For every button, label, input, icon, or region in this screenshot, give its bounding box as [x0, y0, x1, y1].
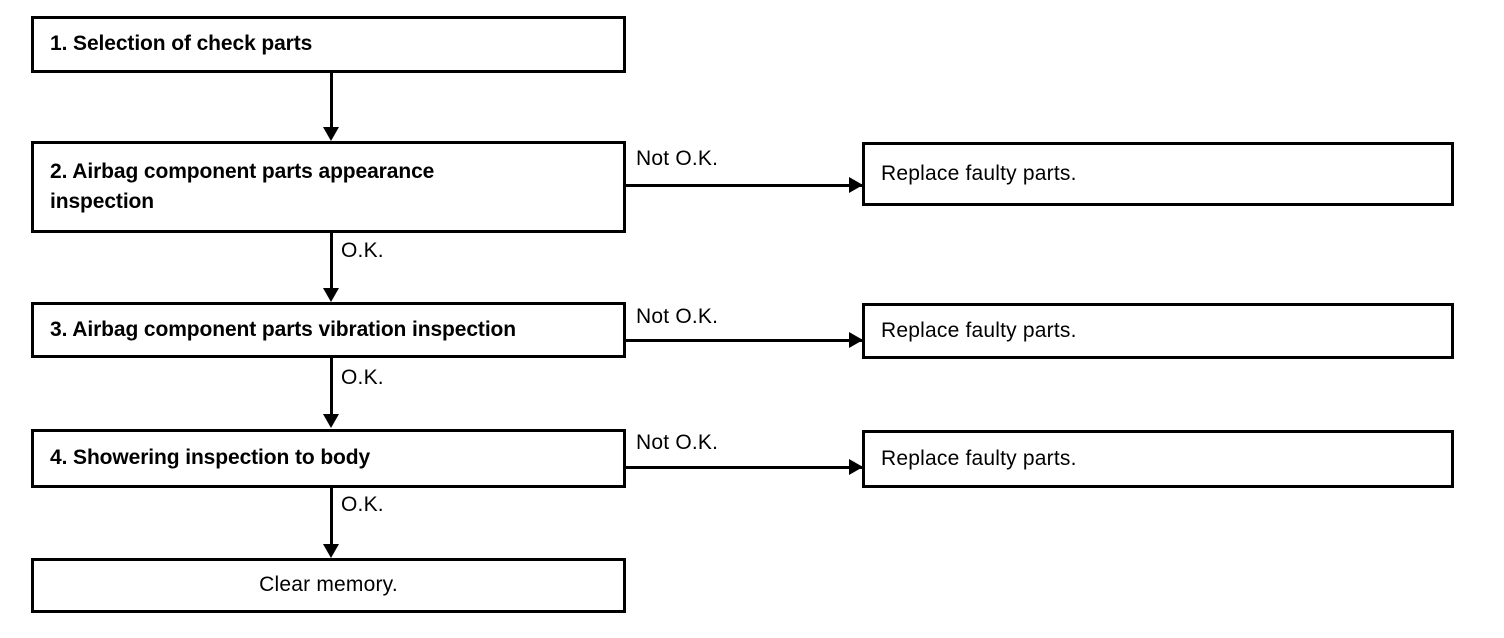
node-replace-faulty-parts-3-label: Replace faulty parts. — [881, 446, 1077, 470]
node-step-2-line-1: 2. Airbag component parts appearance — [50, 159, 435, 183]
connector-step3-replace2 — [626, 339, 864, 342]
node-step-2-label: 2. Airbag component parts appearance ins… — [34, 157, 623, 218]
arrowhead-step2-replace1 — [849, 177, 863, 193]
connector-step4-clear-memory — [330, 488, 333, 545]
edge-label-ok-3: O.K. — [341, 493, 384, 516]
node-clear-memory[interactable]: Clear memory. — [31, 558, 626, 613]
node-step-1-label: 1. Selection of check parts — [50, 32, 313, 56]
node-step-4[interactable]: 4. Showering inspection to body — [31, 429, 626, 488]
node-replace-faulty-parts-2[interactable]: Replace faulty parts. — [862, 303, 1454, 359]
node-replace-faulty-parts-2-label: Replace faulty parts. — [881, 318, 1077, 342]
node-replace-faulty-parts-1[interactable]: Replace faulty parts. — [862, 142, 1454, 206]
edge-label-not-ok-2: Not O.K. — [636, 305, 719, 328]
edge-label-ok-1: O.K. — [341, 239, 384, 262]
connector-step2-step3 — [330, 233, 333, 289]
node-step-1[interactable]: 1. Selection of check parts — [31, 16, 626, 73]
node-step-4-label: 4. Showering inspection to body — [50, 446, 371, 470]
arrowhead-step3-replace2 — [849, 332, 863, 348]
node-replace-faulty-parts-3[interactable]: Replace faulty parts. — [862, 430, 1454, 488]
edge-label-ok-2: O.K. — [341, 366, 384, 389]
arrowhead-step4-replace3 — [849, 459, 863, 475]
connector-step2-replace1 — [626, 184, 864, 187]
node-step-3[interactable]: 3. Airbag component parts vibration insp… — [31, 302, 626, 358]
node-step-2[interactable]: 2. Airbag component parts appearance ins… — [31, 141, 626, 233]
node-replace-faulty-parts-1-label: Replace faulty parts. — [881, 161, 1077, 185]
edge-label-not-ok-1: Not O.K. — [636, 147, 719, 170]
connector-step4-replace3 — [626, 466, 864, 469]
arrowhead-step2-step3 — [323, 288, 339, 302]
connector-step1-step2 — [330, 73, 333, 129]
arrowhead-step4-clear-memory — [323, 544, 339, 558]
node-clear-memory-label: Clear memory. — [259, 573, 398, 597]
edge-label-not-ok-3: Not O.K. — [636, 431, 719, 454]
arrowhead-step3-step4 — [323, 414, 339, 428]
arrowhead-step1-step2 — [323, 127, 339, 141]
node-step-2-line-2: inspection — [50, 190, 155, 213]
connector-step3-step4 — [330, 358, 333, 416]
node-step-3-label: 3. Airbag component parts vibration insp… — [50, 317, 517, 341]
